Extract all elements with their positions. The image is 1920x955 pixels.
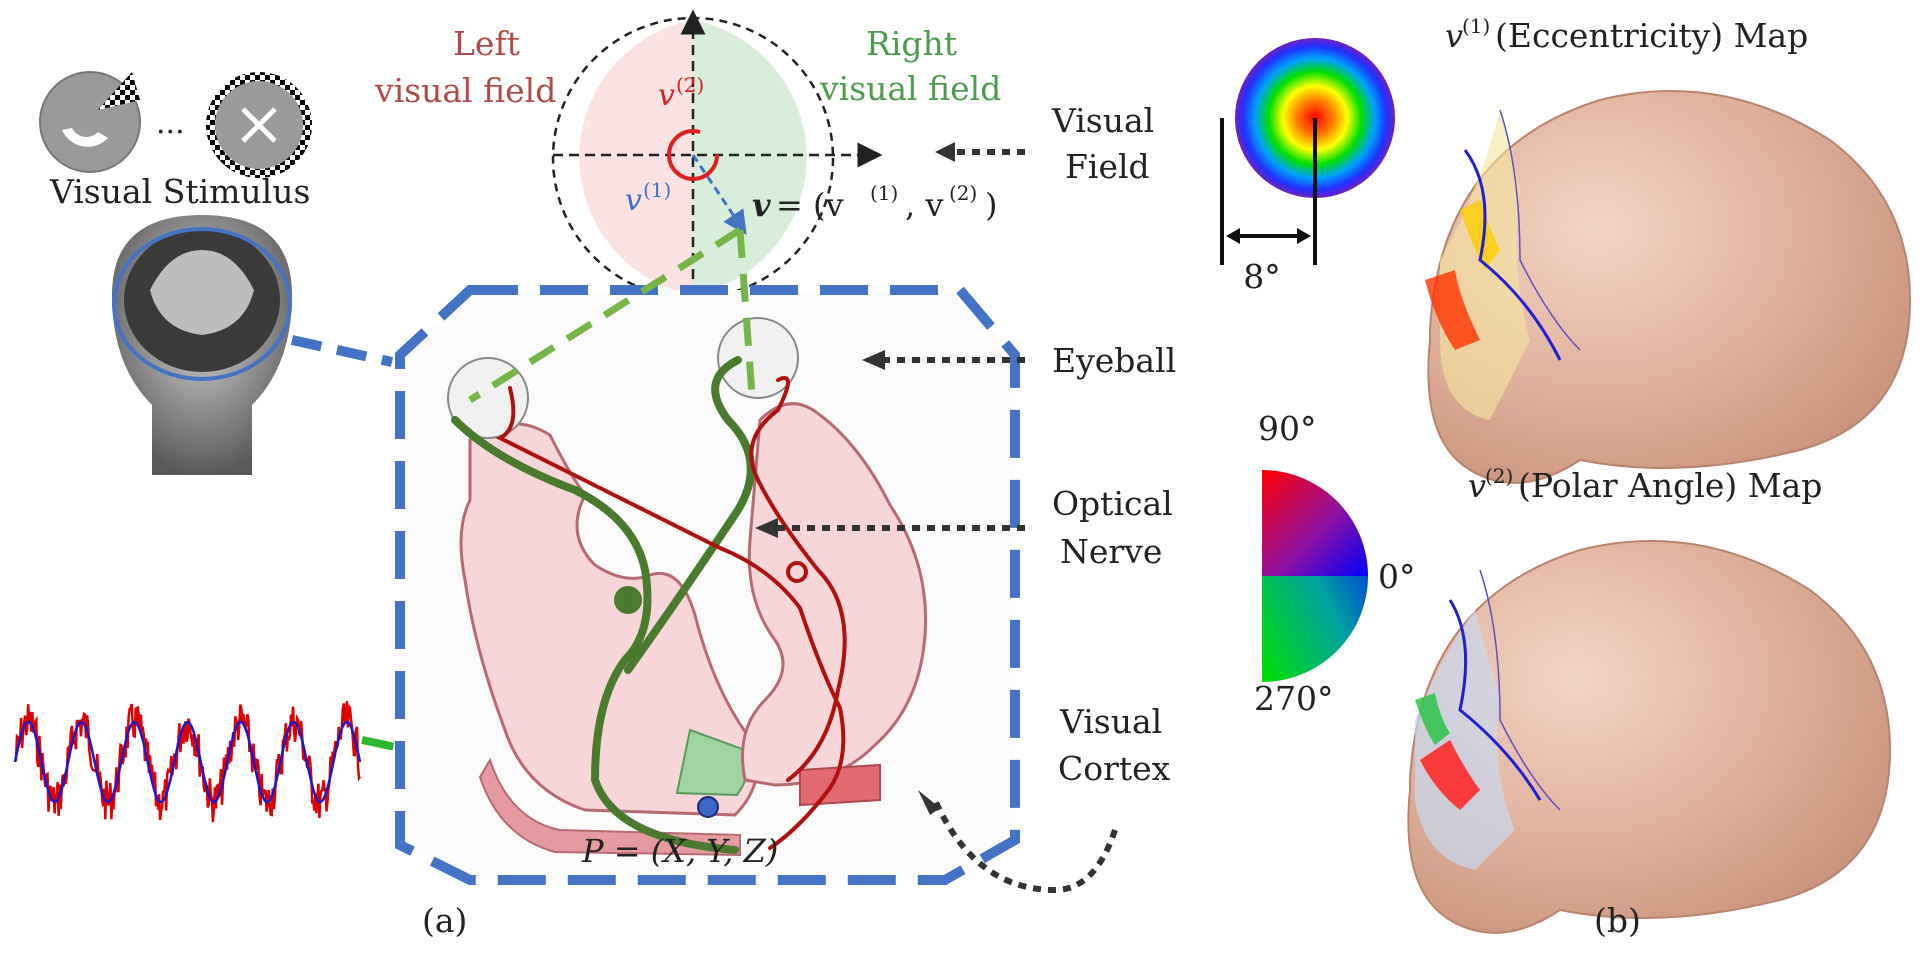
stimulus-disc-2 — [206, 72, 312, 178]
eccentricity-title: v (1) (Eccentricity) Map — [1445, 14, 1808, 55]
visual-stimulus-label: Visual Stimulus — [49, 172, 310, 211]
caption-b: (b) — [1594, 901, 1641, 940]
v-eq-part2: , v — [905, 186, 943, 224]
pol-title-text: (Polar Angle) Map — [1518, 466, 1822, 505]
v-eq-sup2: (2) — [949, 181, 977, 205]
v-equation: v = (v (1) , v (2) ) — [752, 181, 997, 224]
ecc-v: v — [1445, 17, 1463, 55]
v1-sup: (1) — [643, 178, 671, 202]
polar-angle-brain-map — [1407, 540, 1892, 934]
left-hemisphere — [459, 422, 759, 857]
visual-cortex-label-2: Cortex — [1058, 749, 1171, 788]
v1-label: v — [625, 183, 642, 218]
angle-0-label: 0° — [1378, 557, 1416, 596]
optical-nerve-label-2: Nerve — [1060, 532, 1162, 571]
green-ray-right — [736, 229, 756, 396]
visual-field-label-2: Field — [1065, 147, 1150, 186]
v-eq-bold: v — [752, 186, 771, 224]
head-mri-image — [112, 215, 292, 475]
visual-cortex-label-1: Visual — [1059, 702, 1162, 741]
ecc-sup: (1) — [1462, 14, 1490, 38]
optical-nerve-label-1: Optical — [1052, 484, 1173, 523]
green-optic-pathway — [451, 356, 755, 854]
voxel-point — [697, 796, 719, 818]
visual-field-label-1: Visual — [1051, 101, 1154, 140]
v-eq-close: ) — [985, 186, 997, 224]
caption-a: (a) — [422, 901, 467, 940]
pol-v: v — [1468, 467, 1486, 505]
point-label: P = (X, Y, Z) — [581, 832, 778, 870]
label-pointer-arrows — [775, 149, 1118, 894]
right-field-line2: visual field — [819, 69, 1001, 108]
pol-sup: (2) — [1485, 464, 1513, 488]
angle-90-label: 90° — [1258, 409, 1317, 448]
left-field-line1: Left — [453, 24, 520, 63]
polar-angle-title: v (2) (Polar Angle) Map — [1468, 464, 1822, 505]
label-pointer-heads — [755, 142, 955, 815]
red-optic-pathway — [495, 376, 847, 850]
left-field-line2: visual field — [374, 71, 556, 110]
scale-label: 8° — [1243, 257, 1281, 296]
stimulus-ellipsis: ... — [156, 106, 185, 141]
green-ray-left — [468, 227, 742, 403]
v2-label: v — [658, 78, 675, 113]
v2-sup: (2) — [676, 73, 704, 97]
visual-field-circle — [551, 9, 883, 300]
v-eq-sup1: (1) — [870, 181, 898, 205]
ecc-title-text: (Eccentricity) Map — [1495, 16, 1808, 55]
v-eq-part1: = (v — [776, 186, 844, 224]
mri-connector-line — [290, 335, 394, 367]
right-field-line1: Right — [866, 24, 957, 63]
angle-270-label: 270° — [1254, 679, 1334, 718]
polar-colorbar-upper — [1262, 470, 1368, 576]
stimulus-disc-1 — [39, 71, 141, 173]
eyeball-label: Eyeball — [1052, 341, 1176, 380]
eccentricity-brain-map — [1425, 90, 1912, 484]
fmri-signal-plot — [13, 701, 362, 823]
